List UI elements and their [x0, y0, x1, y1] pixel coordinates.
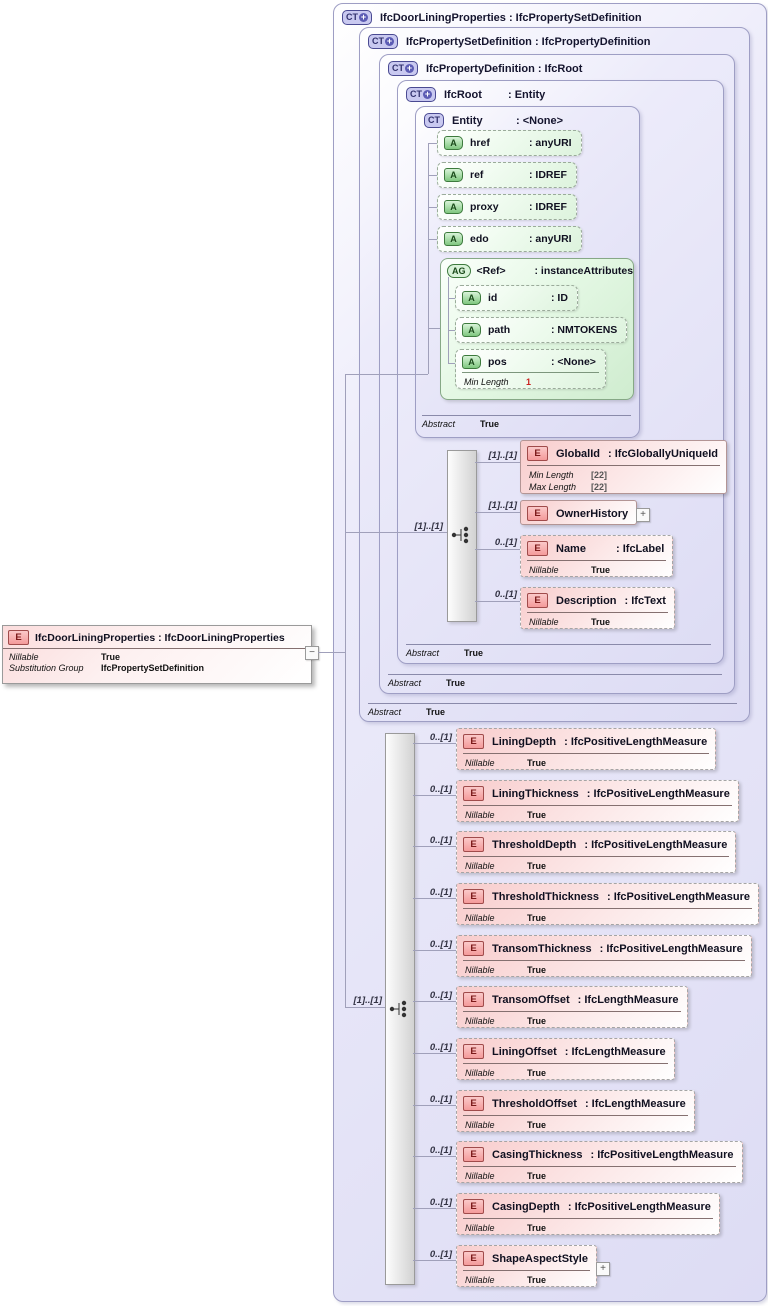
element-icon: E: [463, 734, 484, 749]
plus-icon: +: [385, 36, 394, 46]
plus-icon: +: [405, 63, 414, 73]
type-header-entity[interactable]: CT Entity : <None>: [416, 107, 639, 134]
cardinality-label: [1]..[1]: [488, 450, 518, 461]
sequence-bar-ifcroot: [447, 450, 477, 622]
collapse-button[interactable]: −: [305, 646, 319, 660]
element-icon: E: [463, 1044, 484, 1059]
attribute-icon: A: [444, 168, 463, 182]
element-icon: E: [463, 1199, 484, 1214]
element-icon: E: [527, 541, 548, 556]
cardinality-label: 0..[1]: [494, 537, 517, 548]
attribute-icon: A: [462, 323, 481, 337]
expand-button[interactable]: +: [596, 1262, 610, 1276]
cardinality-label: 0..[1]: [429, 887, 452, 898]
cardinality-label: [1]..[1]: [414, 521, 444, 532]
cardinality-label: 0..[1]: [429, 732, 452, 743]
cardinality-label: 0..[1]: [429, 939, 452, 950]
complex-type-icon: CT: [424, 113, 444, 128]
element-icon: E: [527, 506, 548, 521]
element-icon: E: [463, 889, 484, 904]
expand-button[interactable]: +: [636, 508, 650, 522]
cardinality-label: 0..[1]: [429, 990, 452, 1001]
element-icon: E: [463, 1251, 484, 1266]
type-header-ifcroot[interactable]: CT+ IfcRoot : Entity: [398, 81, 723, 108]
cardinality-label: [1]..[1]: [353, 995, 383, 1006]
type-header-ifcpropertydefinition[interactable]: CT+ IfcPropertyDefinition : IfcRoot: [380, 55, 734, 82]
complex-type-derived-icon: CT+: [406, 87, 436, 102]
sequence-icon: [451, 526, 469, 544]
complex-type-derived-icon: CT+: [342, 10, 372, 25]
type-base: : Entity: [508, 88, 546, 101]
attribute-icon: A: [462, 291, 481, 305]
element-icon: E: [527, 593, 548, 608]
attribute-group-icon: AG: [447, 264, 471, 278]
type-title: IfcPropertySetDefinition : IfcPropertyDe…: [406, 35, 651, 48]
complex-type-derived-icon: CT+: [368, 34, 398, 49]
element-icon: E: [463, 941, 484, 956]
element-icon: E: [463, 992, 484, 1007]
attribute-icon: A: [444, 136, 463, 150]
element-icon: E: [463, 837, 484, 852]
type-name: IfcRoot: [444, 88, 482, 101]
element-icon: E: [463, 1147, 484, 1162]
attribute-icon: A: [444, 232, 463, 246]
cardinality-label: 0..[1]: [429, 1197, 452, 1208]
element-icon: E: [463, 1096, 484, 1111]
type-title: IfcPropertyDefinition : IfcRoot: [426, 62, 583, 75]
plus-icon: +: [359, 12, 368, 22]
element-icon: E: [8, 630, 29, 645]
plus-icon: +: [423, 89, 432, 99]
element-icon: E: [527, 446, 548, 461]
type-title: IfcDoorLiningProperties : IfcPropertySet…: [380, 11, 642, 24]
cardinality-label: 0..[1]: [429, 1042, 452, 1053]
type-name: Entity: [452, 114, 483, 127]
complex-type-derived-icon: CT+: [388, 61, 418, 76]
sequence-icon: [389, 1000, 407, 1018]
cardinality-label: 0..[1]: [429, 1094, 452, 1105]
cardinality-label: 0..[1]: [494, 589, 517, 600]
cardinality-label: 0..[1]: [429, 1145, 452, 1156]
cardinality-label: [1]..[1]: [488, 500, 518, 511]
type-base: : <None>: [516, 114, 564, 127]
type-header-ifcpropertysetdefinition[interactable]: CT+ IfcPropertySetDefinition : IfcProper…: [360, 28, 749, 55]
type-header-ifcdoorliningproperties[interactable]: CT+ IfcDoorLiningProperties : IfcPropert…: [334, 4, 766, 31]
cardinality-label: 0..[1]: [429, 1249, 452, 1260]
cardinality-label: 0..[1]: [429, 784, 452, 795]
attribute-icon: A: [444, 200, 463, 214]
attribute-icon: A: [462, 355, 481, 369]
cardinality-label: 0..[1]: [429, 835, 452, 846]
attribute-group-header[interactable]: AG <Ref> : instanceAttributes: [441, 259, 633, 283]
element-icon: E: [463, 786, 484, 801]
